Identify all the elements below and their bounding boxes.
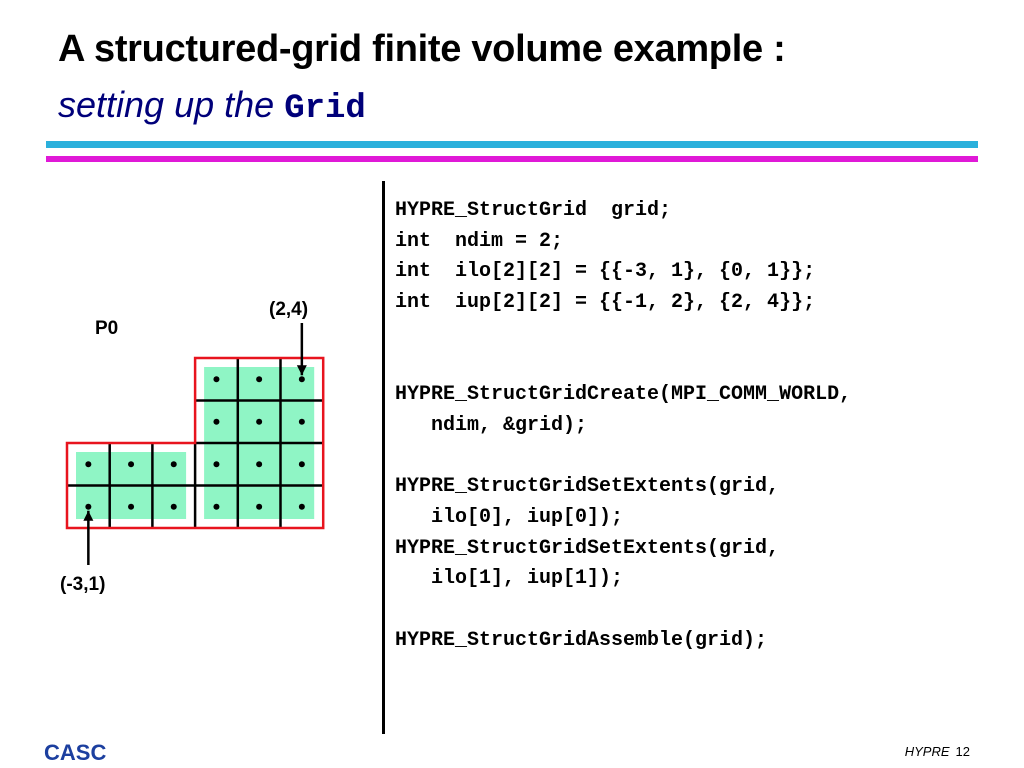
code-line: [395, 595, 851, 626]
cell-center-dot: [213, 461, 220, 468]
cell-center-dot: [128, 503, 135, 510]
code-line: HYPRE_StructGridCreate(MPI_COMM_WORLD,: [395, 383, 852, 407]
code-line: HYPRE_StructGrid grid;: [395, 199, 672, 222]
cell-center-dot: [256, 418, 263, 425]
lower-corner-label: (-3,1): [60, 574, 106, 595]
page-number: 12: [955, 744, 970, 759]
cell-center-dot: [213, 376, 220, 383]
cell-center-dot: [85, 461, 92, 468]
slide-title: A structured-grid finite volume example …: [58, 28, 786, 70]
grid-diagram: [65, 323, 325, 565]
cell-center-dot: [213, 418, 220, 425]
code-line: HYPRE_StructGridAssemble(grid);: [395, 628, 768, 652]
processor-label: P0: [95, 318, 119, 339]
cell-center-dot: [298, 503, 305, 510]
code-line: int ndim = 2;: [395, 229, 564, 253]
arrow-head: [296, 365, 307, 376]
title-rule-cyan: [46, 141, 978, 148]
subtitle-text: setting up the: [58, 84, 275, 125]
slide-subtitle: setting up the Grid: [58, 84, 366, 128]
vertical-divider: [382, 181, 385, 734]
cell-center-dot: [213, 503, 220, 510]
code-line: [395, 319, 851, 350]
cell-center-dot: [256, 461, 263, 468]
cell-center-dot: [298, 461, 305, 468]
footer-page-info: HYPRE 12: [905, 744, 970, 759]
cell-center-dot: [128, 461, 135, 468]
cell-center-dot: [85, 503, 92, 510]
cell-center-dot: [170, 461, 177, 468]
cell-center-dot: [256, 503, 263, 510]
grid-lines: [67, 358, 324, 528]
grid-boundary: [65, 356, 325, 530]
footer-product: HYPRE: [904, 744, 950, 759]
title-rule-magenta: [46, 156, 978, 162]
arrow-head: [83, 510, 94, 521]
grid-cell-centers: [85, 376, 305, 510]
cell-center-dot: [298, 418, 305, 425]
code-line: ilo[0], iup[0]);: [395, 505, 624, 529]
code-line: ndim, &grid);: [395, 413, 588, 437]
corner-arrows: [83, 323, 307, 565]
code-line: [395, 442, 851, 473]
code-line: HYPRE_StructGridSetExtents(grid,: [395, 475, 780, 499]
cell-center-dot: [298, 376, 305, 383]
upper-corner-label: (2,4): [269, 299, 309, 320]
cell-center-dot: [256, 376, 263, 383]
code-block: HYPRE_StructGrid grid; int ndim = 2; int i…: [395, 196, 851, 656]
code-line: ilo[1], iup[1]);: [395, 567, 624, 591]
code-line: int ilo[2][2] = {{-3, 1}, {0, 1}};: [395, 260, 816, 284]
code-line: [395, 349, 851, 380]
cell-center-dot: [170, 503, 177, 510]
code-line: HYPRE_StructGridSetExtents(grid,: [395, 536, 780, 560]
footer-org: CASC: [44, 740, 107, 765]
subtitle-code: Grid: [284, 90, 366, 128]
code-line: int iup[2][2] = {{-1, 2}, {2, 4}};: [395, 291, 816, 315]
grid-outer-boundary: [65, 356, 325, 530]
